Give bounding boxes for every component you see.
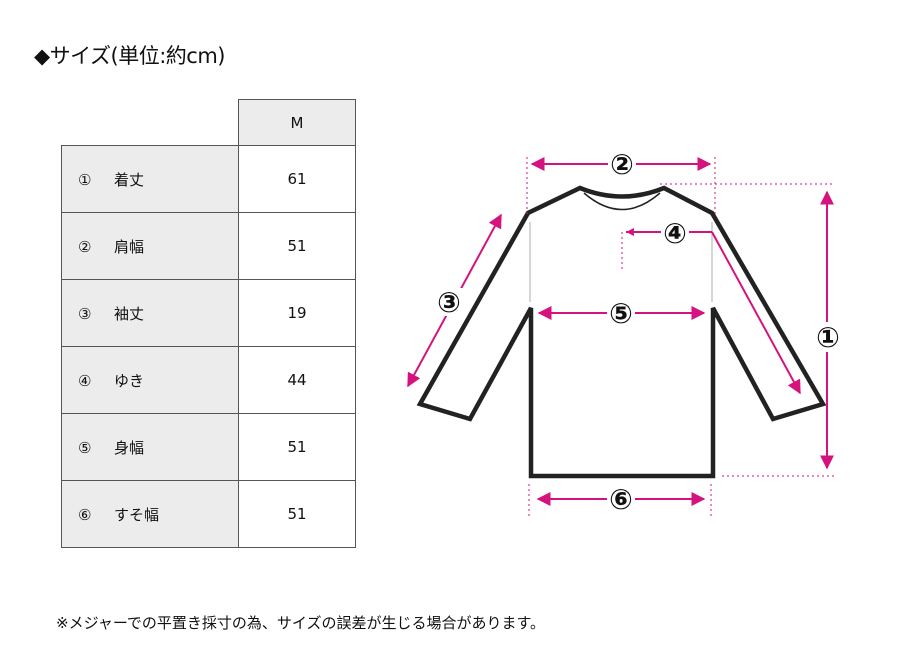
row-label: ④ ゆき [61, 346, 239, 414]
table-row: ⑤ 身幅 51 [61, 413, 356, 481]
row-label: ⑤ 身幅 [61, 413, 239, 481]
row-value: 51 [238, 413, 356, 481]
page-title: ◆サイズ(単位:約cm) [34, 44, 225, 68]
table-row: ① 着丈 61 [61, 145, 356, 213]
row-number: ② [78, 237, 92, 256]
row-value: 51 [238, 212, 356, 280]
row-label-text: 身幅 [114, 438, 145, 457]
measure-arrow-4b [711, 231, 801, 395]
marker-4: ④ [663, 217, 687, 250]
header-blank-cell [61, 99, 239, 146]
row-value: 51 [238, 480, 356, 548]
marker-2: ② [610, 148, 634, 181]
table-row: ④ ゆき 44 [61, 346, 356, 414]
row-value: 44 [238, 346, 356, 414]
shirt-collar [583, 192, 661, 211]
marker-5: ⑤ [609, 297, 633, 330]
row-label: ⑥ すそ幅 [61, 480, 239, 548]
row-number: ③ [78, 304, 92, 323]
row-label: ① 着丈 [61, 145, 239, 213]
row-label-text: ゆき [114, 371, 145, 390]
row-number: ⑤ [78, 438, 92, 457]
marker-1: ① [816, 321, 840, 354]
row-value: 19 [238, 279, 356, 347]
row-value: 61 [238, 145, 356, 213]
arrowhead-4-start [626, 228, 634, 236]
row-number: ⑥ [78, 505, 92, 524]
shirt-outline [416, 185, 827, 479]
row-label: ② 肩幅 [61, 212, 239, 280]
marker-3: ③ [437, 286, 461, 319]
row-label: ③ 袖丈 [61, 279, 239, 347]
row-label-text: 着丈 [114, 170, 145, 189]
row-number: ④ [78, 371, 92, 390]
table-row: ⑥ すそ幅 51 [61, 480, 356, 548]
marker-6: ⑥ [609, 483, 633, 516]
row-label-text: すそ幅 [114, 505, 160, 524]
table-row: ③ 袖丈 19 [61, 279, 356, 347]
table-row: ② 肩幅 51 [61, 212, 356, 280]
row-number: ① [78, 170, 92, 189]
row-label-text: 袖丈 [114, 304, 145, 323]
measurement-note: ※メジャーでの平置き採寸の為、サイズの誤差が生じる場合があります。 [56, 614, 545, 632]
row-label-text: 肩幅 [114, 237, 145, 256]
